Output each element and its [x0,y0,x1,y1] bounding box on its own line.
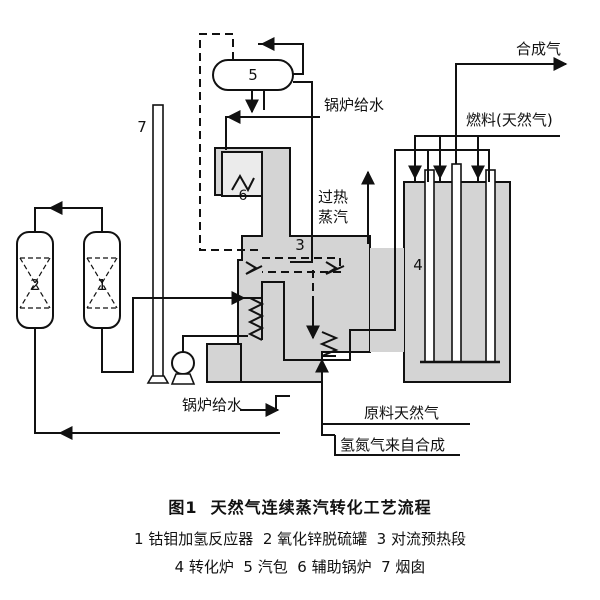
unit-number-2: 2 [30,276,40,294]
auxiliary-boiler-6 [221,151,263,197]
label-feed-gas: 原料天然气 [364,404,439,422]
process-gas-bottom-line [34,340,280,434]
label-feed-water-bottom: 锅炉给水 [182,396,242,414]
vessel1-outlet-line [101,297,262,373]
superheater-coil-left [245,261,263,275]
label-superheated-steam-l1: 过热 [318,188,348,206]
unit-number-5: 5 [248,66,258,84]
label-fuel: 燃料(天然气) [466,111,553,129]
feed-water-bottom-line [182,335,248,352]
drum-circulation-dashed [199,33,262,251]
chimney-base [146,375,170,384]
label-superheated-steam: 过热 蒸汽 [318,188,353,226]
h2n2-gas-line [334,435,460,456]
aux-boiler-coil [231,173,255,193]
unit-number-1: 1 [97,276,107,294]
feed-water-bottom-inlet [240,395,290,411]
reformer-tube [424,169,435,363]
reformer-tube [485,169,496,363]
h2n2-bypass-line [321,424,335,436]
feed-water-top-line [225,116,320,150]
convection-coil-left [247,297,265,341]
reformer-feed-line [261,149,490,361]
superheater-coil-right [325,261,345,275]
synthesis-gas-line [455,63,564,164]
unit-number-3: 3 [295,236,305,254]
figure-title: 图1 天然气连续蒸汽转化工艺流程 [168,498,432,517]
vessel-top-connection [34,207,103,220]
label-feed-water-top: 锅炉给水 [324,96,384,114]
legend-line-1: 1 钴钼加氢反应器 2 氧化锌脱硫罐 3 对流预热段 [133,530,466,548]
unit-number-4: 4 [413,256,423,274]
convection-dashed-loop [262,257,341,273]
steam-line [290,81,313,263]
furnace-outlet-duct [370,248,404,352]
legend-line-2: 4 转化炉 5 汽包 6 辅助锅炉 7 烟囱 [174,558,426,576]
chimney-7 [152,104,164,378]
como-hydrogenation-reactor-1 [83,220,121,340]
label-h2n2-gas: 氢氮气来自合成 [340,436,445,454]
feed-water-pump [171,351,195,375]
label-synthesis-gas: 合成气 [516,40,561,58]
convection-coil-right [319,331,339,357]
zno-desulfurizer-2 [16,220,54,340]
pump-base [206,343,242,383]
unit-number-7: 7 [137,118,147,136]
unit-number-6: 6 [239,188,248,204]
label-superheated-steam-l2: 蒸汽 [318,208,348,226]
pump-foot [170,373,196,385]
reformer-tube [451,163,462,363]
